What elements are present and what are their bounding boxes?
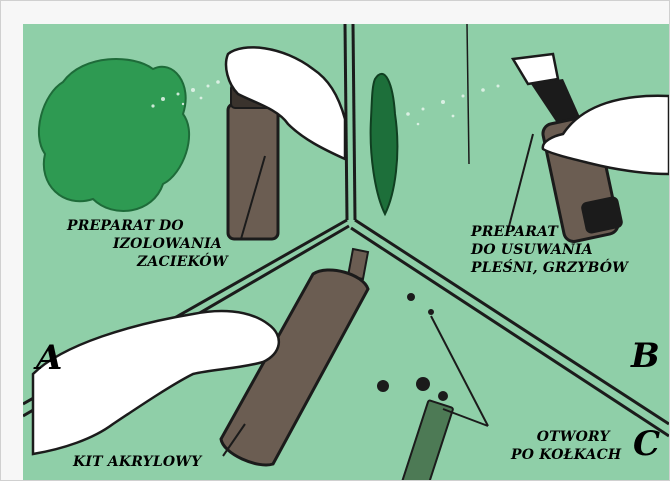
label-line: DO USUWANIA (471, 241, 628, 259)
holes-label: OTWORY PO KOŁKACH (511, 428, 621, 464)
mold-remover-label: PREPARAT DO USUWANIA PLEŚNI, GRZYBÓW (471, 223, 628, 277)
corner-letter-c: C (633, 427, 660, 461)
isolating-spray-label: PREPARAT DO IZOLOWANIA ZACIEKÓW (67, 217, 228, 271)
left-vertical-corner-inner (353, 24, 355, 220)
corner-letter-b: B (631, 339, 660, 373)
label-line: IZOLOWANIA (67, 235, 228, 253)
label-line: ZACIEKÓW (67, 253, 228, 271)
acrylic-putty-label: KIT AKRYLOWY (73, 453, 201, 471)
label-line: PO KOŁKACH (511, 446, 621, 464)
label-line: PREPARAT DO (67, 217, 228, 235)
corner-letter-a: A (36, 341, 62, 375)
label-line: PREPARAT (471, 223, 628, 241)
label-line: OTWORY (511, 428, 621, 446)
label-line: PLEŚNI, GRZYBÓW (471, 259, 628, 277)
